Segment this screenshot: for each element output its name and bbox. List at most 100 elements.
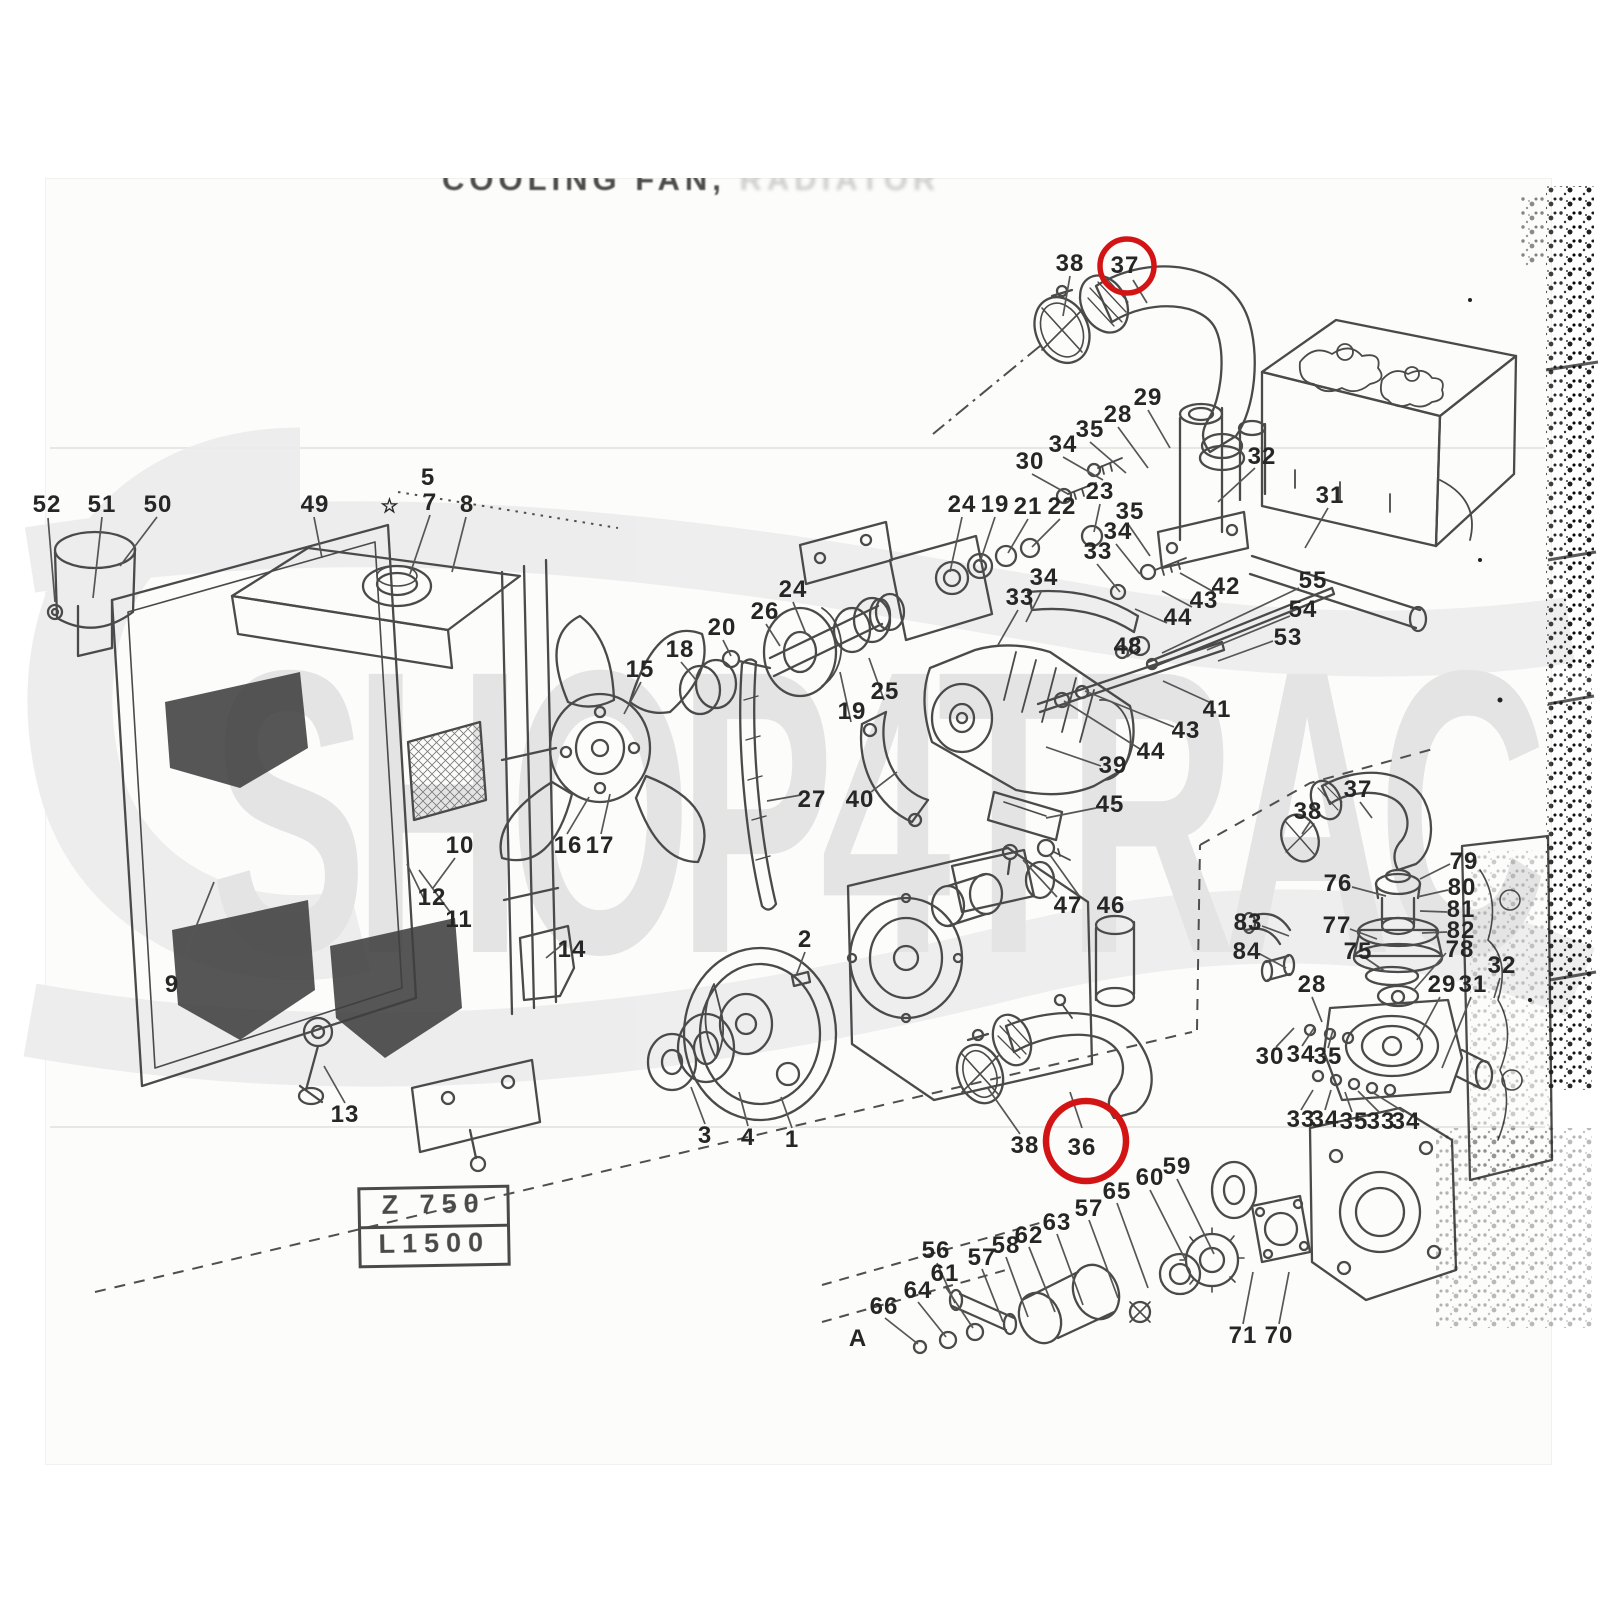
part-callout-43: 43 bbox=[1189, 587, 1219, 614]
part-callout-63: 63 bbox=[1042, 1209, 1072, 1236]
part-callout-51: 51 bbox=[87, 491, 117, 518]
part-callout-27: 27 bbox=[797, 786, 827, 813]
part-callout-2: 2 bbox=[797, 926, 813, 953]
part-callout-33: 33 bbox=[1366, 1108, 1396, 1135]
crank-pulley-group bbox=[646, 946, 838, 1122]
part-callout-52: 52 bbox=[32, 491, 62, 518]
part-callout-19: 19 bbox=[980, 491, 1010, 518]
part-callout-44: 44 bbox=[1136, 738, 1166, 765]
part-callout-35: 35 bbox=[1313, 1043, 1343, 1070]
part-callout-1: 1 bbox=[784, 1126, 800, 1153]
part-callout-49: 49 bbox=[300, 491, 330, 518]
part-callout-38: 38 bbox=[1293, 798, 1323, 825]
part-callout-9: 9 bbox=[164, 971, 180, 998]
part-callout-30: 30 bbox=[1255, 1043, 1285, 1070]
part-callout-70: 70 bbox=[1264, 1322, 1294, 1349]
part-callout-33: 33 bbox=[1083, 538, 1113, 565]
part-callout-41: 41 bbox=[1202, 696, 1232, 723]
part-callout-39: 39 bbox=[1098, 752, 1128, 779]
part-callout-34: 34 bbox=[1029, 564, 1059, 591]
model-designation-box: Z 750 L1500 bbox=[357, 1184, 511, 1269]
part-callout-8: 8 bbox=[459, 491, 475, 518]
part-callout-33: 33 bbox=[1286, 1106, 1316, 1133]
part-callout-25: 25 bbox=[870, 678, 900, 705]
part-callout-78: 78 bbox=[1445, 936, 1475, 963]
part-callout-37-highlighted: 37 bbox=[1110, 252, 1140, 279]
part-callout-11: 11 bbox=[445, 906, 473, 933]
part-callout-61: 61 bbox=[930, 1260, 960, 1287]
part-callout-34: 34 bbox=[1310, 1106, 1340, 1133]
part-callout-71: 71 bbox=[1228, 1322, 1258, 1349]
part-callout-66: 66 bbox=[869, 1293, 899, 1320]
part-callout-4: 4 bbox=[740, 1124, 756, 1151]
part-callout-33: 33 bbox=[1005, 584, 1035, 611]
part-callout-7: 7 bbox=[422, 489, 438, 516]
part-callout-55: 55 bbox=[1298, 567, 1328, 594]
part-callout-30: 30 bbox=[1015, 448, 1045, 475]
part-callout-13: 13 bbox=[330, 1101, 360, 1128]
part-callout-34: 34 bbox=[1103, 518, 1133, 545]
part-callout-28: 28 bbox=[1103, 401, 1133, 428]
part-callout-35: 35 bbox=[1339, 1108, 1369, 1135]
part-callout-32: 32 bbox=[1487, 952, 1517, 979]
part-callout-81: 81 bbox=[1446, 896, 1476, 923]
part-callout-22: 22 bbox=[1047, 493, 1077, 520]
part-callout-18: 18 bbox=[665, 636, 695, 663]
part-callout-45: 45 bbox=[1095, 791, 1125, 818]
part-callout-15: 15 bbox=[625, 656, 655, 683]
part-callout-29: 29 bbox=[1133, 384, 1163, 411]
part-callout-76: 76 bbox=[1323, 870, 1353, 897]
part-callout-A: A bbox=[848, 1325, 868, 1352]
model-l1500: L1500 bbox=[378, 1227, 491, 1259]
part-callout-36-highlighted: 36 bbox=[1067, 1134, 1097, 1161]
part-callout-56: 56 bbox=[921, 1237, 951, 1264]
highlight-circles bbox=[1042, 236, 1157, 1185]
part-callout-20: 20 bbox=[707, 614, 737, 641]
part-callout-34: 34 bbox=[1391, 1108, 1421, 1135]
part-callout-40: 40 bbox=[845, 786, 875, 813]
radiator-assembly bbox=[46, 523, 576, 1173]
part-callout-31: 31 bbox=[1458, 971, 1488, 998]
part-callout-28: 28 bbox=[1297, 971, 1327, 998]
part-callout-60: 60 bbox=[1135, 1164, 1165, 1191]
page-title-visible: COOLING FAN, bbox=[442, 178, 726, 197]
part-callout-10: 10 bbox=[445, 832, 475, 859]
part-callout-37: 37 bbox=[1343, 776, 1373, 803]
part-callout-3: 3 bbox=[697, 1122, 713, 1149]
part-callout-54: 54 bbox=[1288, 596, 1318, 623]
part-callout-65: 65 bbox=[1102, 1178, 1132, 1205]
part-callout-17: 17 bbox=[585, 832, 615, 859]
part-callout-12: 12 bbox=[417, 884, 447, 911]
part-callout-53: 53 bbox=[1273, 624, 1303, 651]
page-title-faded: RADIATOR bbox=[739, 178, 941, 197]
part-callout-84: 84 bbox=[1232, 938, 1262, 965]
part-callout-26: 26 bbox=[750, 598, 780, 625]
part-callout-16: 16 bbox=[553, 832, 583, 859]
part-callout-38: 38 bbox=[1010, 1132, 1040, 1159]
part-callout-62: 62 bbox=[1014, 1222, 1044, 1249]
engine-crankcase bbox=[846, 846, 1136, 1102]
engine-block-top bbox=[1156, 318, 1518, 633]
part-callout-24: 24 bbox=[947, 491, 977, 518]
part-callout-79: 79 bbox=[1449, 848, 1479, 875]
fan-shaft-and-pulley bbox=[678, 457, 1127, 716]
part-callout-31: 31 bbox=[1315, 482, 1345, 509]
part-callout-59: 59 bbox=[1162, 1153, 1192, 1180]
part-callout-57: 57 bbox=[1074, 1195, 1104, 1222]
part-callout-80: 80 bbox=[1447, 874, 1477, 901]
part-callout-47: 47 bbox=[1053, 892, 1083, 919]
part-callout-32: 32 bbox=[1247, 443, 1277, 470]
highlight-circle-part-36 bbox=[1042, 1097, 1130, 1185]
part-callout-44: 44 bbox=[1163, 604, 1193, 631]
part-callout-☆: ☆ bbox=[380, 495, 400, 518]
part-callout-35: 35 bbox=[1115, 498, 1145, 525]
page-title-clipped: COOLING FAN, RADIATOR bbox=[442, 178, 1202, 199]
part-callout-19: 19 bbox=[837, 698, 867, 725]
scan-edge-noise bbox=[1436, 186, 1599, 1328]
inset-boundary-dashed-lines bbox=[94, 345, 1434, 1323]
part-callout-50: 50 bbox=[143, 491, 173, 518]
cooling-fan bbox=[499, 614, 706, 864]
part-callout-43: 43 bbox=[1171, 717, 1201, 744]
part-callout-38: 38 bbox=[1055, 250, 1085, 277]
